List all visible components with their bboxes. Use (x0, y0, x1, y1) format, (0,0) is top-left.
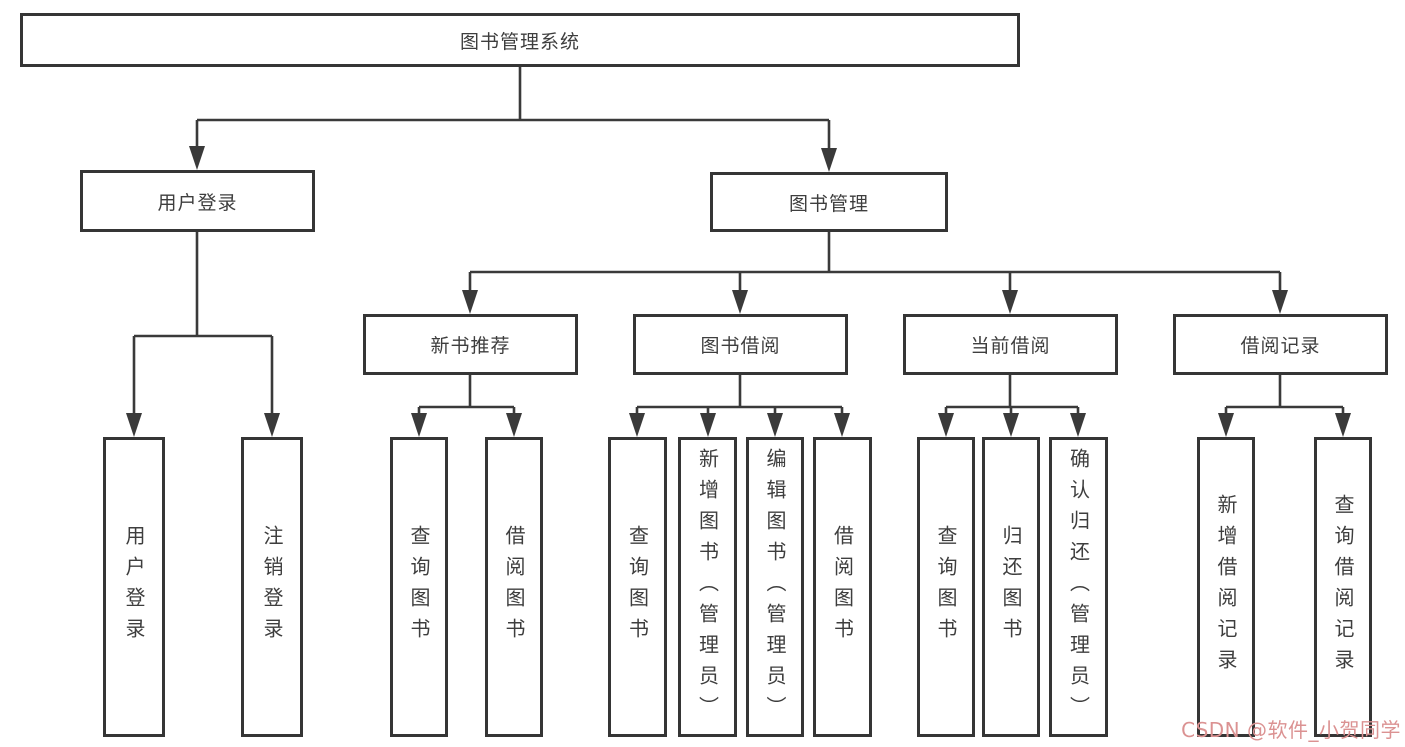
csdn-watermark: CSDN @软件_小贺同学 (1181, 718, 1401, 742)
leaf-add-borrow-record: 新增借阅记录 (1197, 437, 1255, 737)
connector-new-book-to-leaves (411, 375, 522, 437)
leaf-logout: 注销登录 (241, 437, 303, 737)
node-label: 新增图书（管理员） (695, 447, 720, 727)
connector-user-login-to-leaves (126, 232, 280, 437)
leaf-query-books-recommend: 查询图书 (390, 437, 448, 737)
node-library-management-system: 图书管理系统 (20, 13, 1020, 67)
leaf-borrow-books-2: 借阅图书 (813, 437, 872, 737)
node-user-login-group: 用户登录 (80, 170, 315, 232)
node-label: 图书管理系统 (459, 30, 580, 53)
leaf-return-books: 归还图书 (982, 437, 1040, 737)
node-label: 注销登录 (260, 525, 284, 649)
node-label: 借阅记录 (1240, 335, 1321, 357)
node-label: 编辑图书（管理员） (763, 447, 787, 727)
node-label: 归还图书 (999, 525, 1023, 649)
node-book-borrow: 图书借阅 (633, 314, 848, 375)
node-book-management: 图书管理 (710, 172, 948, 232)
node-current-borrow: 当前借阅 (903, 314, 1118, 375)
node-borrow-records: 借阅记录 (1173, 314, 1388, 375)
connector-book-management-to-level3 (462, 232, 1288, 314)
leaf-query-books-current: 查询图书 (917, 437, 975, 737)
leaf-user-login: 用户登录 (103, 437, 165, 737)
node-label: 查询图书 (934, 525, 958, 649)
node-label: 新书推荐 (430, 335, 511, 357)
node-label: 当前借阅 (970, 335, 1051, 357)
node-label: 查询借阅记录 (1331, 494, 1355, 680)
node-label: 借阅图书 (830, 525, 855, 649)
node-label: 查询图书 (625, 525, 650, 649)
leaf-confirm-return-admin: 确认归还（管理员） (1049, 437, 1108, 737)
leaf-query-borrow-record: 查询借阅记录 (1314, 437, 1372, 737)
node-new-book-recommend: 新书推荐 (363, 314, 578, 375)
node-label: 确认归还（管理员） (1066, 447, 1091, 727)
connector-book-borrow-to-leaves (629, 375, 850, 437)
leaf-query-books-borrow: 查询图书 (608, 437, 667, 737)
node-label: 用户登录 (157, 191, 238, 214)
leaf-edit-book-admin: 编辑图书（管理员） (746, 437, 804, 737)
connector-borrow-records-to-leaves (1218, 375, 1351, 437)
node-label: 图书借阅 (700, 335, 781, 357)
connector-root-to-level2 (189, 67, 837, 172)
node-label: 查询图书 (407, 525, 431, 649)
node-label: 用户登录 (122, 525, 146, 649)
node-label: 新增借阅记录 (1214, 494, 1238, 680)
node-label: 借阅图书 (502, 525, 526, 649)
leaf-borrow-books-recommend: 借阅图书 (485, 437, 543, 737)
node-label: 图书管理 (788, 192, 869, 215)
leaf-add-book-admin: 新增图书（管理员） (678, 437, 737, 737)
connector-current-borrow-to-leaves (938, 375, 1086, 437)
